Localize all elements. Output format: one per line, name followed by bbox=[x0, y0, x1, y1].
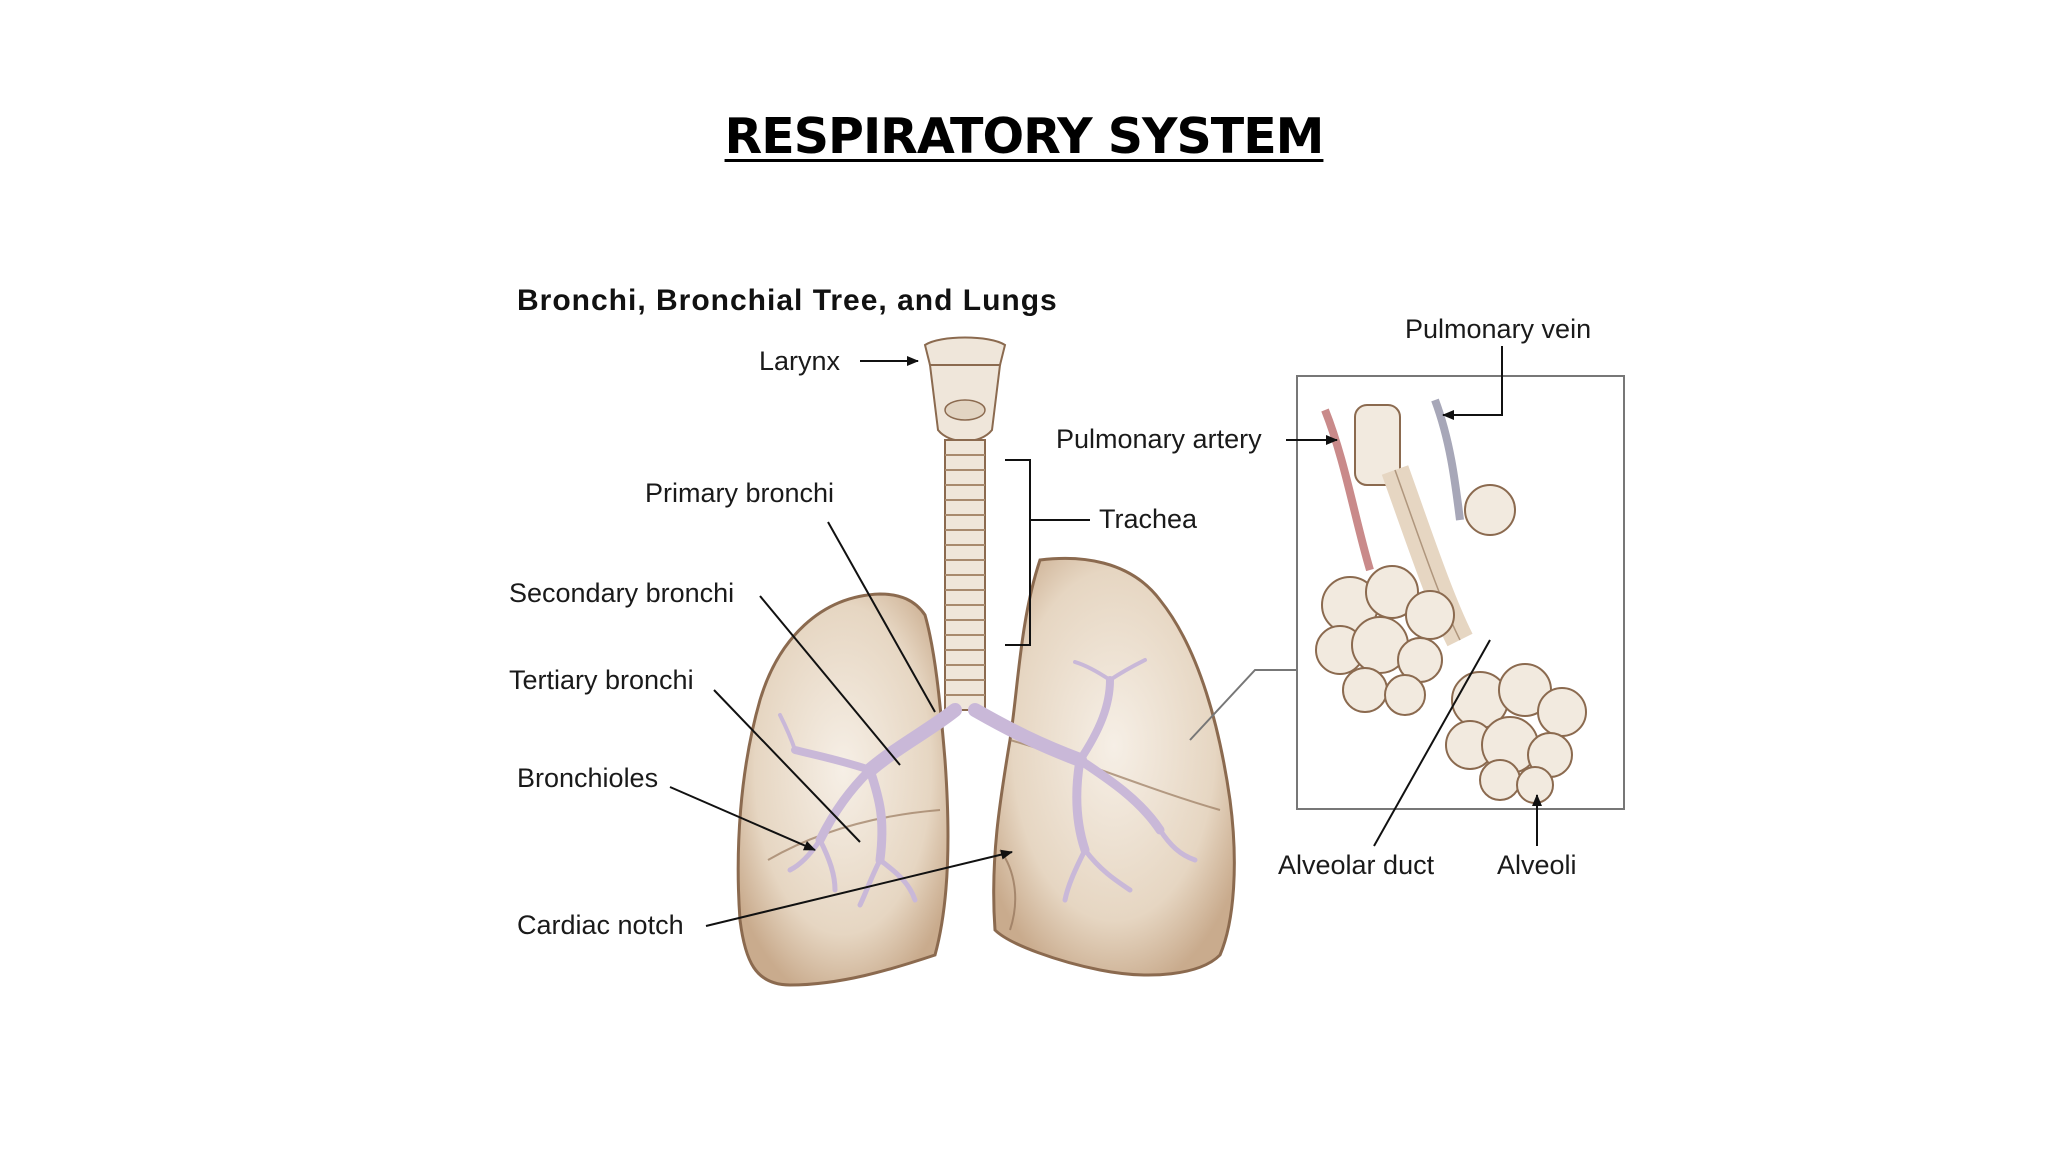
leader-bronchioles bbox=[669, 786, 816, 851]
label-cardiac-notch: Cardiac notch bbox=[517, 910, 684, 940]
right-lung bbox=[992, 556, 1236, 977]
alveoli-illustration bbox=[1315, 398, 1587, 804]
label-trachea: Trachea bbox=[1099, 504, 1198, 534]
leader-primary-bronchi bbox=[827, 521, 936, 713]
leader-tertiary-bronchi bbox=[713, 689, 861, 843]
left-lung bbox=[736, 592, 950, 987]
label-bronchioles: Bronchioles bbox=[517, 763, 658, 793]
label-alveolar-duct: Alveolar duct bbox=[1278, 850, 1435, 880]
leader-cardiac-notch bbox=[705, 849, 1013, 927]
label-primary-bronchi: Primary bronchi bbox=[645, 478, 834, 508]
left-lung-fissure bbox=[767, 809, 941, 861]
leader-secondary-bronchi bbox=[759, 595, 901, 766]
label-secondary-bronchi: Secondary bronchi bbox=[509, 578, 734, 608]
leader-alveolar-duct bbox=[1373, 639, 1491, 847]
label-alveoli: Alveoli bbox=[1497, 850, 1577, 880]
label-tertiary-bronchi: Tertiary bronchi bbox=[509, 665, 694, 695]
label-larynx: Larynx bbox=[759, 346, 841, 376]
diagram-title: Bronchi, Bronchial Tree, and Lungs bbox=[517, 284, 1058, 317]
alveoli-inset-frame bbox=[1296, 375, 1625, 810]
leader-lines bbox=[669, 346, 1542, 927]
bronchial-tree bbox=[778, 658, 1198, 908]
trachea-bracket bbox=[1005, 459, 1090, 646]
inset-connector bbox=[1189, 669, 1297, 741]
leader-pulmonary-vein bbox=[1442, 346, 1503, 420]
label-pulmonary-artery: Pulmonary artery bbox=[1056, 424, 1262, 454]
label-pulmonary-vein: Pulmonary vein bbox=[1405, 314, 1591, 344]
larynx bbox=[923, 336, 1007, 443]
trachea bbox=[944, 439, 986, 711]
slide-title: RESPIRATORY SYSTEM bbox=[724, 108, 1325, 165]
